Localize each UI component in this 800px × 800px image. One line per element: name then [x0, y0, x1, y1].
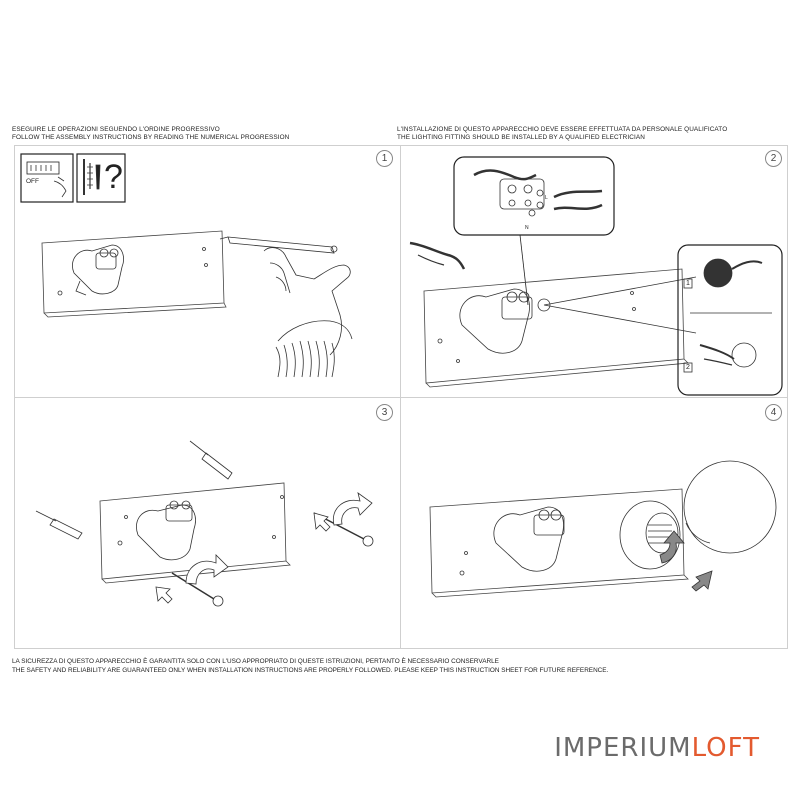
step-4-panel [400, 397, 786, 649]
power-off-icon [20, 153, 74, 203]
step-4-number: 4 [765, 404, 782, 421]
header-left-line1: ESEGUIRE LE OPERAZIONI SEGUENDO L'ORDINE… [12, 126, 220, 133]
header-right: L'INSTALLAZIONE DI QUESTO APPARECCHIO DE… [397, 126, 727, 142]
supply-cable-illustration [409, 241, 466, 270]
bulb-illustration [683, 460, 777, 554]
wall-plate-illustration [423, 268, 697, 388]
header-left-line2: FOLLOW THE ASSEMBLY INSTRUCTIONS BY READ… [12, 134, 290, 141]
screw-bottom-illustration [171, 572, 224, 607]
footer: LA SICUREZZA DI QUESTO APPARECCHIO È GAR… [12, 657, 608, 675]
socket-illustration [619, 500, 681, 570]
terminal-l-label: L [545, 195, 548, 201]
step-2-number: 2 [765, 150, 782, 167]
brand-logo-part2: LOFT [691, 733, 760, 763]
rotate-arrow-icon [659, 530, 713, 592]
header-right-line1: L'INSTALLAZIONE DI QUESTO APPARECCHIO DE… [397, 126, 728, 133]
question-mark: ? [104, 158, 123, 196]
grid-horizontal-divider [14, 397, 788, 398]
rotate-arrow-icon [155, 492, 373, 604]
step-1-number: 1 [376, 150, 393, 167]
brand-logo-part1: IMPERIUM [554, 733, 692, 763]
wall-plug-left-illustration [35, 510, 83, 540]
step-2-panel: L N 1 2 [400, 145, 786, 397]
hand-illustration [263, 247, 353, 378]
step-3-panel [14, 397, 400, 649]
footer-line2: THE SAFETY AND RELIABILITY ARE GUARANTEE… [12, 667, 609, 674]
off-label: OFF [26, 178, 39, 185]
step-3-number: 3 [376, 404, 393, 421]
wiring-detail-callout [453, 156, 615, 306]
footer-line1: LA SICUREZZA DI QUESTO APPARECCHIO È GAR… [12, 658, 499, 665]
step-1-panel: OFF ? [14, 145, 400, 397]
grounding-detail-callout [677, 244, 783, 396]
terminal-n-label: N [525, 225, 529, 231]
header-right-line2: THE LIGHTING FITTING SHOULD BE INSTALLED… [397, 134, 645, 141]
wall-plate-illustration [429, 488, 689, 598]
substep-2-label: 2 [686, 364, 690, 371]
wall-plug-top-illustration [189, 440, 233, 480]
wall-plate-illustration [99, 482, 291, 584]
pencil-illustration [219, 236, 338, 254]
tools-info-icon [76, 153, 126, 203]
brand-logo: IMPERIUMLOFT [554, 733, 760, 763]
wall-plate-illustration [41, 230, 227, 318]
substep-1-label: 1 [686, 280, 690, 287]
header-left: ESEGUIRE LE OPERAZIONI SEGUENDO L'ORDINE… [12, 126, 289, 142]
